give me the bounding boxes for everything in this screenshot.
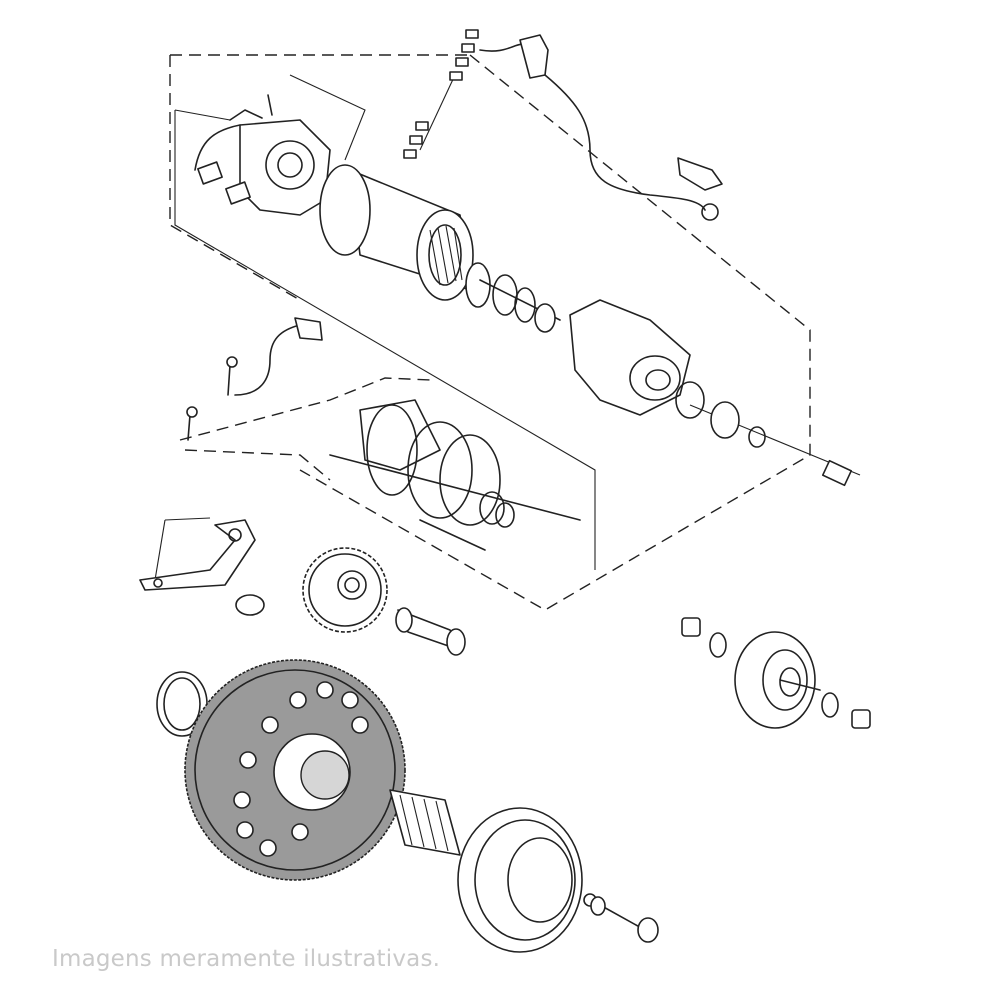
illustrative-images-caption: Imagens meramente ilustrativas. — [52, 946, 441, 972]
clutch-housing-bolt — [590, 896, 659, 943]
one-way-clutch — [457, 807, 597, 953]
starter-motor-armature — [465, 262, 561, 333]
starter-terminal-nuts — [403, 29, 479, 159]
starter-springs-and-collar — [329, 399, 581, 551]
mounting-bracket — [139, 519, 265, 616]
starter-motor-cable — [479, 34, 723, 221]
starter-driven-gear — [184, 659, 406, 881]
starter-motor-yoke — [319, 164, 474, 301]
leader-lines — [154, 74, 861, 581]
reduction-gear-assembly — [681, 617, 871, 729]
idle-gear — [302, 547, 388, 633]
starter-motor-end-cover — [569, 299, 853, 487]
needle-bearing — [389, 789, 461, 856]
starter-motor-brush-holder — [194, 94, 331, 216]
ground-lead — [186, 317, 323, 441]
idle-gear-shaft — [395, 607, 466, 656]
